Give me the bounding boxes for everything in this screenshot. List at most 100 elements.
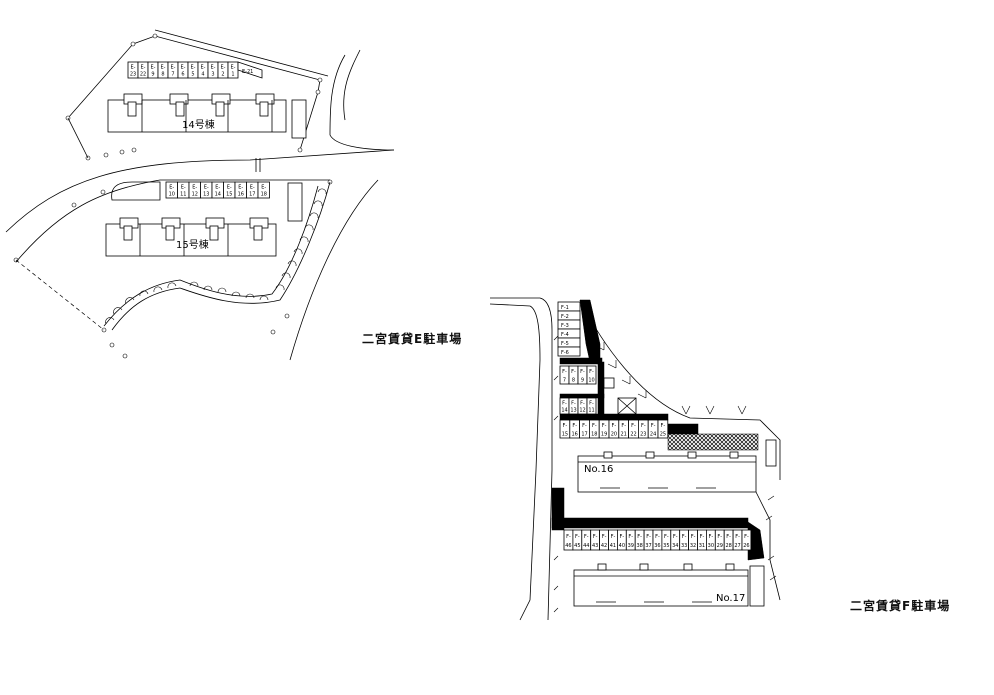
parking-slot-label: E-9 <box>151 64 156 77</box>
parking-slot-f-34: F-34 <box>670 529 681 551</box>
driveway-top <box>579 299 601 363</box>
lot-f-plan: No.16 No.17 F-1F-2F-3F-4F-5F-6 F-7F-8F-9… <box>489 297 781 621</box>
parking-slot-f-10: F-10 <box>586 365 597 385</box>
parking-slot-f-44: F-44 <box>581 529 592 551</box>
parking-slot-label: F-27 <box>734 534 740 549</box>
parking-slot-f-28: F-28 <box>723 529 734 551</box>
parking-slot-f-40: F-40 <box>617 529 627 551</box>
parking-slot-label: F-15 <box>562 423 568 437</box>
parking-slot-label: F-23 <box>640 423 646 437</box>
parking-slot-label: E-2 <box>221 64 226 77</box>
parking-slot-label: F-38 <box>636 534 642 549</box>
road-edge <box>5 149 395 233</box>
parking-slot-label: E-11 <box>180 184 186 197</box>
parking-slot-label: F-4 <box>561 332 569 338</box>
parking-slot-f-31: F-31 <box>697 529 707 551</box>
parking-slot-label: F-20 <box>611 423 617 437</box>
parking-slot-f-45: F-45 <box>572 529 583 551</box>
lot-f-slots-block-b: F-14F-13F-12F-11 <box>559 397 597 415</box>
building-no17-label: No.17 <box>716 593 745 604</box>
parking-slot-label: F-30 <box>708 534 714 549</box>
parking-slot-e-11: E-11 <box>177 181 190 199</box>
parking-slot-label: E-4 <box>201 64 206 77</box>
parking-slot-e-23: E-23 <box>127 61 139 79</box>
parking-slot-f-27: F-27 <box>732 529 743 551</box>
slot-e-21: E-21 <box>237 61 263 79</box>
parking-slot-e-13: E-13 <box>200 181 213 199</box>
building-14-label: 14号棟 <box>182 118 215 131</box>
parking-slot-e-17: E-17 <box>246 181 259 199</box>
retaining-wall <box>111 181 331 331</box>
lot-f-slots-row-main: F-15 F-16F-17F-18 F-19 F-20 F-21F-22 F-23 F-24… <box>559 419 669 439</box>
parking-slot-e-7: E-7 <box>167 61 179 79</box>
lot-f-slots-row-lower: F-46F-45F-44F-43F-42F-41F-40F-39F-38F-37… <box>563 529 752 551</box>
parking-slot-label: F-19 <box>601 423 607 437</box>
parking-slot-f-14: F-14 <box>559 397 570 415</box>
parking-slot-label: F-31 <box>699 534 705 549</box>
parking-slot-label: F-36 <box>654 534 660 549</box>
parking-slot-e-4: E-4 <box>197 61 209 79</box>
parking-slot-label: F-41 <box>610 534 616 549</box>
parking-slot-e-14: E-14 <box>211 181 224 199</box>
parking-slot-label: F-13 <box>570 400 576 413</box>
parking-slot-f-25: F-25 <box>657 419 669 439</box>
building-no16: No.16 <box>577 451 757 493</box>
slot-e-21-label: E-21 <box>242 69 253 75</box>
parking-slot-label: E-7 <box>171 64 176 77</box>
parking-slot-e-18: E-18 <box>257 181 270 199</box>
lot-f-title: 二宮賃貸F駐車場 <box>850 599 951 613</box>
lot-f-road-edge <box>490 297 553 621</box>
parking-slot-f-17: F-17 <box>579 419 590 439</box>
parking-slot-label: F-22 <box>630 423 636 437</box>
parking-slot-f-18: F-18 <box>589 419 600 439</box>
parking-slot-label: F-2 <box>561 314 569 320</box>
parking-slot-f-4: F-4 <box>557 328 581 339</box>
parking-slot-label: F-18 <box>591 423 597 437</box>
parking-slot-label: F-44 <box>583 534 589 549</box>
parking-slot-e-12: E-12 <box>188 181 201 199</box>
parking-slot-label: E-1 <box>231 64 236 77</box>
building-15: 15号棟 <box>105 217 277 257</box>
lot-f-slots-column: F-1F-2F-3F-4F-5F-6 <box>557 301 581 357</box>
parking-slot-label: F-10 <box>588 369 594 383</box>
lot-e-title: 二宮賃貸E駐車場 <box>362 332 463 346</box>
parking-slot-label: F-21 <box>621 423 627 437</box>
parking-slot-e-8: E-8 <box>157 61 169 79</box>
parking-slot-label: F-25 <box>660 423 666 437</box>
parking-slot-f-26: F-26 <box>741 529 752 551</box>
parking-slot-f-39: F-39 <box>625 529 636 551</box>
parking-slot-label: E-12 <box>192 184 198 197</box>
parking-slot-label: E-22 <box>140 64 146 77</box>
parking-slot-label: F-11 <box>588 400 594 413</box>
parking-slot-f-22: F-22 <box>628 419 639 439</box>
parking-slot-label: F-24 <box>650 423 656 437</box>
parking-slot-label: F-6 <box>561 350 569 356</box>
parking-slot-e-5: E-5 <box>187 61 199 79</box>
parking-slot-f-9: F-9 <box>577 365 588 385</box>
parking-slot-f-30: F-30 <box>706 529 716 551</box>
parking-slot-label: E-15 <box>226 184 232 197</box>
building-no17: No.17 <box>573 563 749 607</box>
parking-slot-label: F-12 <box>579 400 585 413</box>
lot-e-slots-top: E-23E-22E-9E-8E-7E-6E-5E-4E-3E-2E-1 <box>127 61 239 79</box>
parking-slot-f-24: F-24 <box>647 419 659 439</box>
parking-slot-f-20: F-20 <box>608 419 620 439</box>
parking-slot-f-11: F-11 <box>586 397 597 415</box>
parking-slot-label: E-8 <box>161 64 166 77</box>
parking-slot-label: F-33 <box>681 534 687 549</box>
parking-slot-f-42: F-42 <box>599 529 609 551</box>
parking-slot-label: F-16 <box>572 423 578 437</box>
parking-slot-label: F-35 <box>663 534 669 549</box>
parking-slot-f-32: F-32 <box>688 529 698 551</box>
parking-slot-f-15: F-15 <box>559 419 571 439</box>
parking-slot-f-13: F-13 <box>568 397 579 415</box>
parking-slot-label: E-6 <box>181 64 186 77</box>
parking-slot-f-37: F-37 <box>643 529 654 551</box>
parking-slot-label: F-42 <box>601 534 607 549</box>
parking-slot-f-35: F-35 <box>661 529 672 551</box>
parking-slot-e-9: E-9 <box>147 61 159 79</box>
building-14: 14号棟 <box>107 93 287 133</box>
parking-slot-label: E-18 <box>261 184 267 197</box>
parking-slot-label: F-8 <box>571 369 576 383</box>
parking-slot-f-38: F-38 <box>634 529 645 551</box>
